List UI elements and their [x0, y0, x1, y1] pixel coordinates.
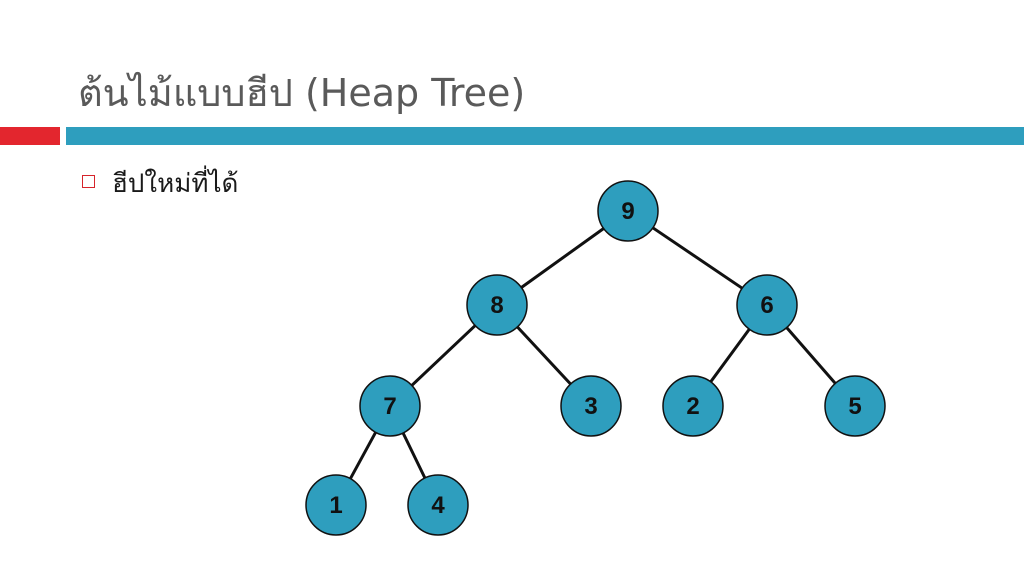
tree-node-circle — [824, 375, 886, 437]
bullet-text: ฮีปใหม่ที่ได้ — [112, 169, 239, 199]
tree-edge-n6-n2 — [709, 328, 751, 383]
tree-node-circle — [662, 375, 724, 437]
tree-node-label: 6 — [760, 292, 773, 319]
tree-node-9: 9 — [597, 180, 659, 242]
tree-edge-n7-n4 — [401, 432, 427, 479]
tree-node-label: 3 — [584, 393, 597, 420]
tree-node-label: 9 — [621, 198, 634, 225]
tree-node-label: 5 — [848, 393, 861, 420]
tree-node-1: 1 — [305, 474, 367, 536]
tree-node-3: 3 — [560, 375, 622, 437]
tree-edge-n8-n7 — [410, 324, 477, 387]
tree-node-circle — [560, 375, 622, 437]
tree-node-label: 1 — [329, 492, 342, 519]
tree-edge-n9-n8 — [520, 227, 605, 289]
slide-title: ต้นไม้แบบฮีป (Heap Tree) — [78, 71, 526, 115]
tree-node-5: 5 — [824, 375, 886, 437]
tree-node-7: 7 — [359, 375, 421, 437]
tree-node-2: 2 — [662, 375, 724, 437]
tree-node-circle — [359, 375, 421, 437]
tree-edges — [349, 226, 837, 480]
tree-node-label: 7 — [383, 393, 396, 420]
tree-edge-n6-n5 — [785, 326, 837, 385]
tree-edge-n9-n6 — [652, 226, 743, 290]
tree-node-6: 6 — [736, 274, 798, 336]
accent-bar-red — [0, 127, 60, 145]
tree-edge-n7-n1 — [349, 431, 377, 480]
tree-node-circle — [736, 274, 798, 336]
tree-node-4: 4 — [407, 474, 469, 536]
tree-nodes: 9 8 6 7 3 2 5 1 4 — [305, 180, 886, 536]
tree-node-circle — [597, 180, 659, 242]
tree-node-circle — [305, 474, 367, 536]
tree-node-label: 4 — [431, 492, 445, 519]
tree-node-label: 2 — [686, 393, 699, 420]
accent-bar-teal — [66, 127, 1024, 145]
square-bullet-icon — [82, 175, 95, 188]
tree-node-8: 8 — [466, 274, 528, 336]
tree-edge-n8-n3 — [516, 325, 572, 386]
tree-node-label: 8 — [490, 292, 503, 319]
tree-node-circle — [466, 274, 528, 336]
tree-node-circle — [407, 474, 469, 536]
